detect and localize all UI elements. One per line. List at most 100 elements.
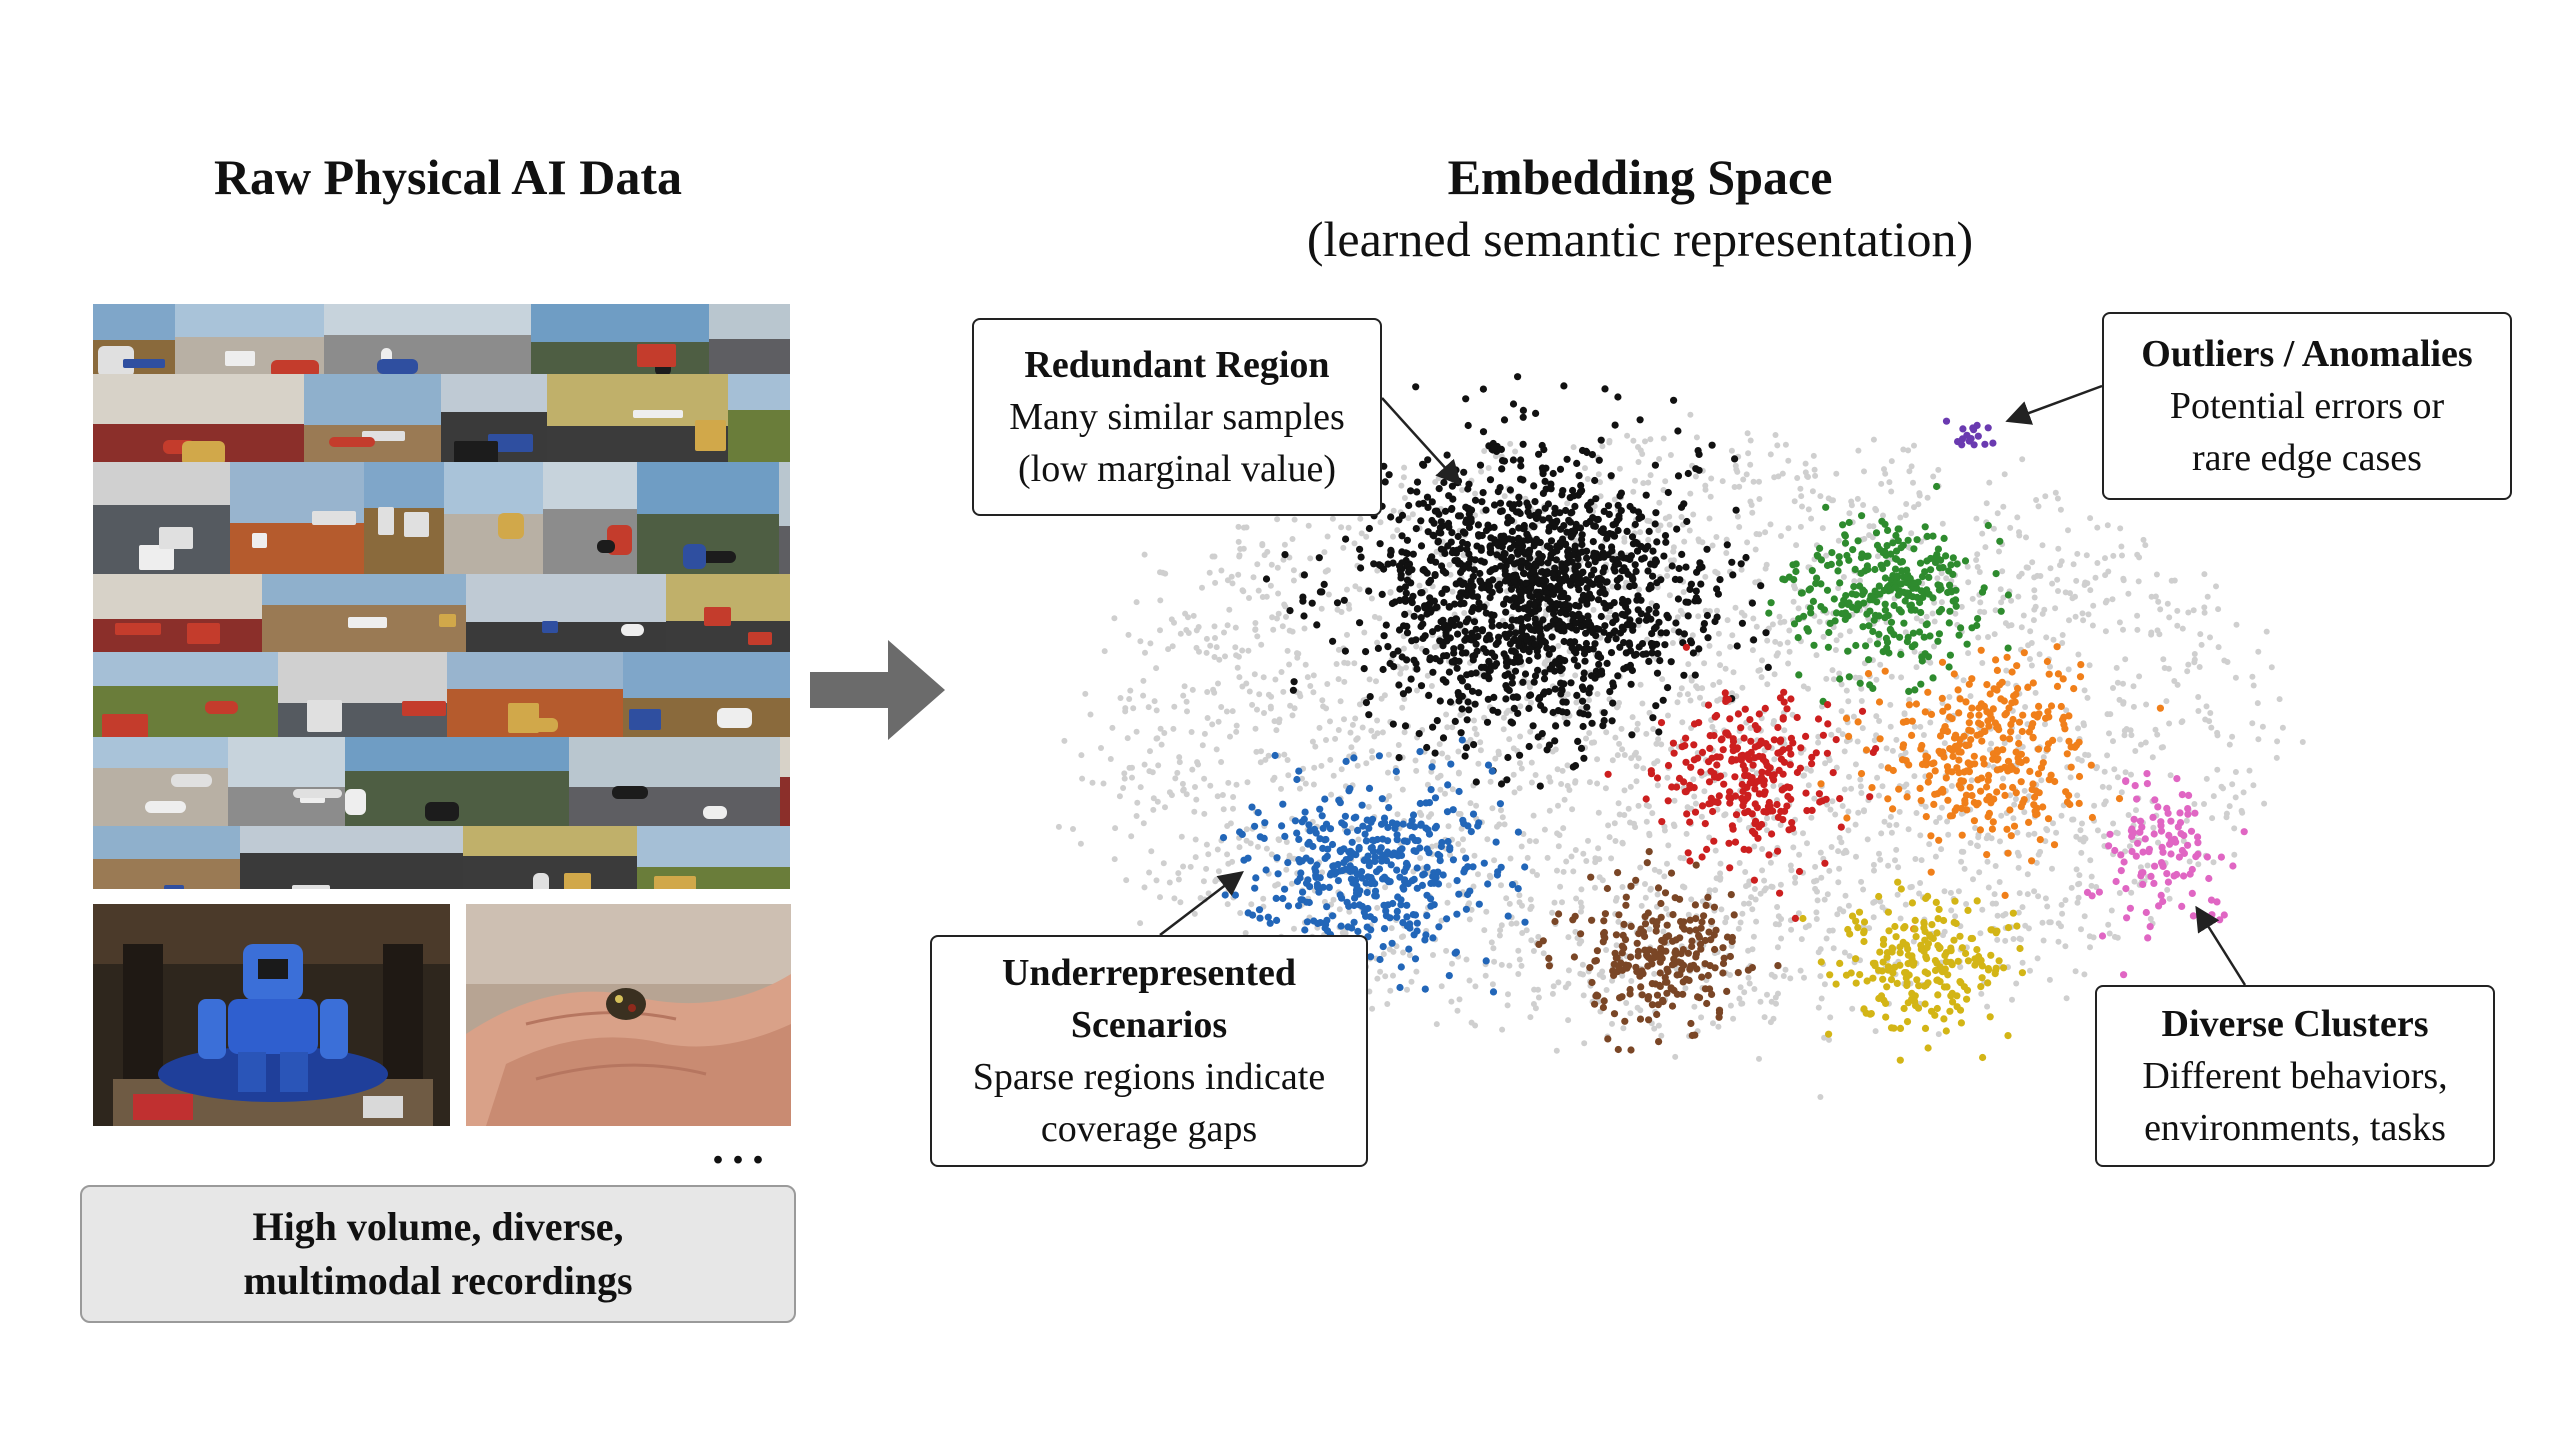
background-point [1506,900,1513,907]
background-point [2254,700,2261,707]
red-cluster-point [1776,694,1785,702]
orange-cluster-point [1977,646,1985,654]
redundant-cluster-point [1534,652,1542,660]
background-point [1445,882,1452,889]
red-cluster-point [1751,743,1759,751]
redundant-cluster-point [1486,476,1495,484]
background-point [1330,772,1337,779]
background-point [1141,884,1148,891]
background-point [1642,894,1649,901]
green-cluster-point [1835,553,1843,561]
redundant-cluster-point [1649,547,1657,555]
background-point [1235,538,1242,545]
background-point [1368,727,1375,734]
redundant-cluster-point [1731,455,1739,463]
redundant-cluster-point [1457,729,1465,737]
background-point [2094,560,2101,566]
background-point [1650,726,1657,732]
background-point [1701,788,1708,795]
background-point [1413,767,1420,774]
redundant-cluster-point [1603,659,1611,668]
background-point [1835,727,1842,734]
redundant-cluster-point [1396,585,1404,593]
mosaic-tile [93,304,175,374]
redundant-cluster-point [1398,532,1406,540]
background-point [1770,1015,1777,1022]
green-cluster-point [1767,599,1775,607]
redundant-cluster-point [1628,573,1636,581]
background-point [1791,582,1797,589]
background-point [1769,621,1776,628]
redundant-cluster-point [1532,409,1540,417]
background-point [1516,956,1523,963]
background-point [1609,977,1616,984]
background-point [1175,870,1182,877]
background-point [1286,661,1293,668]
background-point [1565,967,1572,974]
background-point [2040,937,2047,944]
orange-cluster-point [1985,809,1993,818]
background-point [1658,1032,1665,1039]
green-cluster-point [1903,566,1911,574]
redundant-cluster-point [1507,516,1516,525]
background-point [1817,1094,1824,1100]
background-point [1288,880,1295,887]
green-cluster-point [1892,555,1901,563]
redundant-cluster-point [1575,586,1583,594]
redundant-cluster-point [1501,571,1509,579]
orange-cluster-point [1973,731,1981,739]
green-cluster-point [1875,582,1883,590]
background-point [2040,754,2047,761]
redundant-cluster-point [1462,516,1471,524]
background-point [1468,906,1475,913]
red-cluster-point [1750,876,1758,884]
redundant-cluster-point [1370,560,1378,568]
background-point [1885,862,1892,869]
orange-cluster-point [1965,719,1973,727]
background-point [1165,646,1172,653]
green-cluster-point [1816,544,1824,553]
redundant-cluster-point [1549,645,1557,653]
redundant-cluster-point [1398,653,1406,661]
green-cluster-point [1918,657,1926,665]
redundant-cluster-point [1378,590,1386,599]
redundant-cluster-point [1434,537,1442,545]
background-point [1211,553,1218,560]
background-point [1133,813,1140,819]
background-point [1338,766,1345,773]
redundant-cluster-point [1431,571,1439,580]
background-point [1815,1004,1822,1011]
background-point [1730,1015,1737,1022]
background-point [1148,848,1155,855]
background-point [1438,983,1445,990]
redundant-cluster-point [1575,573,1583,581]
background-point [2174,607,2181,614]
background-point [1870,861,1877,868]
background-point [1481,927,1488,934]
redundant-cluster-point [1651,461,1659,469]
background-point [1443,711,1450,718]
redundant-cluster-point [1551,504,1559,512]
background-point [1931,618,1938,625]
redundant-cluster-point [1496,499,1505,507]
background-point [1236,552,1243,559]
redundant-cluster-point [1485,657,1493,666]
background-point [1385,769,1391,776]
background-point [1900,446,1907,453]
orange-cluster-point [2037,764,2046,772]
background-point [1359,724,1366,731]
background-point [1424,672,1431,679]
redundant-cluster-point [1638,513,1646,521]
redundant-cluster-point [1496,580,1504,588]
orange-cluster-point [2006,735,2014,743]
background-point [1918,857,1925,864]
redundant-cluster-point [1525,704,1533,713]
background-point [1645,479,1652,486]
background-point [1664,566,1671,573]
redundant-cluster-point [1662,629,1670,637]
redundant-cluster-point [1425,691,1433,700]
redundant-cluster-point [1470,618,1479,626]
redundant-cluster-point [1678,550,1686,559]
background-point [1829,667,1836,674]
background-point [1634,726,1640,733]
